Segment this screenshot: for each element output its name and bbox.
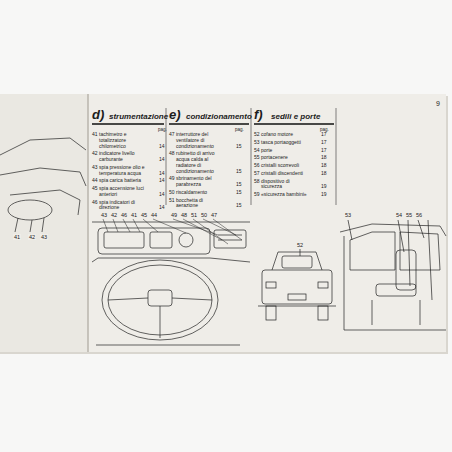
callout-number: 52: [296, 242, 304, 248]
item-text: dispositivo di sicurezza: [261, 179, 309, 191]
item-text: interruttore del ventilatore di condizio…: [176, 132, 224, 149]
item-page: 14: [159, 178, 165, 184]
callout-number: 53: [344, 212, 352, 218]
item-text: rubinetto di arrivo acqua calda al radia…: [176, 151, 224, 174]
item-number: 50: [169, 190, 175, 196]
item-page: 18: [321, 171, 327, 177]
item-page: 15: [236, 190, 242, 196]
item-number: 42: [92, 151, 98, 157]
callout-number: 49: [170, 212, 178, 218]
item-text: spia indicatori di direzione: [99, 200, 147, 212]
item-number: 41: [92, 132, 98, 138]
item-number: 47: [169, 132, 175, 138]
item-page: 15: [236, 203, 242, 209]
callout-number: 41: [130, 212, 138, 218]
callout-number: 46: [120, 212, 128, 218]
item-page: 17: [321, 148, 327, 154]
item-text: spia accensione luci anteriori: [99, 186, 147, 198]
section-letter: d): [92, 108, 104, 123]
callout-number: 50: [200, 212, 208, 218]
callout-number: 51: [190, 212, 198, 218]
callout-number: 44: [150, 212, 158, 218]
item-text: tachimetro e totalizzatore chilometrico: [99, 132, 147, 149]
item-page: 14: [159, 171, 165, 177]
item-number: 43: [92, 165, 98, 171]
page-header: pag.: [235, 127, 244, 132]
item-text: cristalli discendenti: [261, 171, 309, 177]
item-text: sbrinamento del parabrezza: [176, 176, 224, 188]
item-number: 55: [254, 155, 260, 161]
item-number: 57: [254, 171, 260, 177]
item-page: 14: [159, 192, 165, 198]
item-page: 17: [321, 132, 327, 138]
section-letter: e): [169, 108, 181, 123]
item-text: cristalli scorrevoli: [261, 163, 309, 169]
item-number: 53: [254, 140, 260, 146]
callout-number: 43: [40, 234, 48, 240]
item-number: 58: [254, 179, 260, 185]
item-text: «sicurezza bambini»: [261, 192, 309, 198]
section-letter: f): [254, 108, 263, 123]
item-page: 14: [159, 157, 165, 163]
item-number: 51: [169, 198, 175, 204]
item-number: 59: [254, 192, 260, 198]
item-page: 14: [159, 205, 165, 211]
item-number: 46: [92, 200, 98, 206]
callout-number: 55: [405, 212, 413, 218]
item-text: porte: [261, 148, 309, 154]
item-page: 19: [321, 192, 327, 198]
page-number: 9: [436, 100, 440, 108]
item-text: cofano motore: [261, 132, 309, 138]
item-text: indicatore livello carburante: [99, 151, 147, 163]
item-page: 18: [321, 155, 327, 161]
item-number: 48: [169, 151, 175, 157]
callout-number: 54: [395, 212, 403, 218]
item-number: 56: [254, 163, 260, 169]
item-page: 18: [321, 163, 327, 169]
item-number: 44: [92, 178, 98, 184]
item-text: spia carica batteria: [99, 178, 147, 184]
item-number: 49: [169, 176, 175, 182]
item-number: 45: [92, 186, 98, 192]
callout-number: 43: [100, 212, 108, 218]
callout-number: 45: [140, 212, 148, 218]
item-page: 15: [236, 169, 242, 175]
item-page: 19: [321, 184, 327, 190]
item-text: tasca portaoggetti: [261, 140, 309, 146]
callout-number: 41: [13, 234, 21, 240]
section-title: strumentazione: [109, 112, 168, 121]
item-text: riscaldamento: [176, 190, 224, 196]
item-number: 54: [254, 148, 260, 154]
item-page: 15: [236, 182, 242, 188]
item-number: 52: [254, 132, 260, 138]
page-header: pag.: [158, 127, 167, 132]
item-page: 15: [236, 144, 242, 150]
item-page: 14: [159, 144, 165, 150]
section-title: sedili e porte: [271, 112, 320, 121]
callout-number: 47: [210, 212, 218, 218]
item-page: 17: [321, 140, 327, 146]
callout-number: 42: [110, 212, 118, 218]
item-text: spia pressione olio e temperatura acqua: [99, 165, 147, 177]
callout-number: 48: [180, 212, 188, 218]
item-text: portacenere: [261, 155, 309, 161]
callout-number: 56: [415, 212, 423, 218]
section-title: condizionamento: [186, 112, 252, 121]
callout-number: 42: [28, 234, 36, 240]
item-text: bocchetta di aerazione: [176, 198, 224, 210]
